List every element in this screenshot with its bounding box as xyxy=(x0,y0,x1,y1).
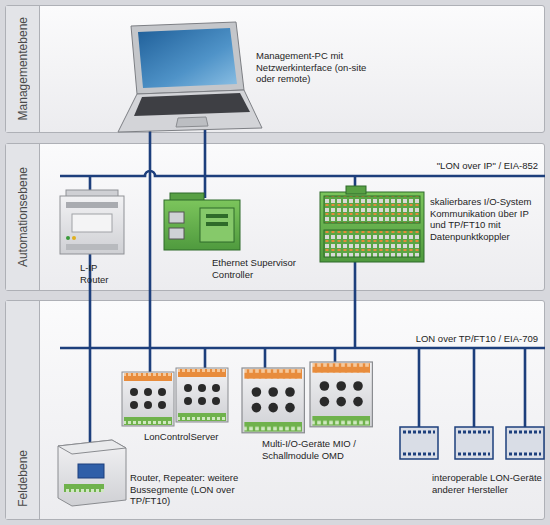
device-caption: interoperable LON-Geräte anderer Herstel… xyxy=(432,472,546,495)
caption-box: LonControlServer xyxy=(144,431,236,443)
device-node: Ethernet Supervisor Controller xyxy=(158,186,328,286)
band-strip: Managementebene xyxy=(6,6,40,132)
caption-box: L-IP Router xyxy=(80,262,120,285)
caption-box: interoperable LON-Geräte anderer Herstel… xyxy=(432,472,546,495)
band-title: Managementebene xyxy=(16,17,30,120)
level-band: Managementebene Management-PC mit Netzwer… xyxy=(5,5,545,133)
caption-box: Multi-I/O-Geräte MIO / Schallmodule OMD xyxy=(262,438,384,461)
device-caption: Router, Repeater: weitere Bussegmente (L… xyxy=(130,472,240,507)
device-node: skalierbares I/O-System Kommunikation üb… xyxy=(316,184,545,280)
device-caption: Management-PC mit Netzwerkinterface (on-… xyxy=(256,50,374,85)
device-node: LonControlServer xyxy=(116,362,236,446)
device-node: Multi-I/O-Geräte MIO / Schallmodule OMD xyxy=(238,358,386,470)
device-caption: LonControlServer xyxy=(144,431,236,443)
band-title: Feldebene xyxy=(16,450,30,507)
device-caption: Multi-I/O-Geräte MIO / Schallmodule OMD xyxy=(262,438,384,461)
band-title: Automationsebene xyxy=(16,167,30,267)
band-strip: Feldebene xyxy=(6,301,40,519)
caption-box: Ethernet Supervisor Controller xyxy=(212,257,324,280)
bus-label: LON over TP/FT10 / EIA-709 xyxy=(416,333,538,344)
device-caption: L-IP Router xyxy=(80,262,120,285)
device-caption: skalierbares I/O-System Kommunikation üb… xyxy=(430,196,544,242)
caption-box: Router, Repeater: weitere Bussegmente (L… xyxy=(130,472,240,507)
bus-label: "LON over IP" / EIA-852 xyxy=(437,160,538,171)
device-node: interoperable LON-Geräte anderer Herstel… xyxy=(392,420,546,516)
device-node: Management-PC mit Netzwerkinterface (on-… xyxy=(120,20,380,132)
device-caption: Ethernet Supervisor Controller xyxy=(212,257,324,280)
caption-box: skalierbares I/O-System Kommunikation üb… xyxy=(430,196,544,242)
device-node: Router, Repeater: weitere Bussegmente (L… xyxy=(52,432,242,516)
band-strip: Automationsebene xyxy=(6,144,40,290)
device-node: L-IP Router xyxy=(56,186,132,290)
caption-box: Management-PC mit Netzwerkinterface (on-… xyxy=(256,50,374,85)
